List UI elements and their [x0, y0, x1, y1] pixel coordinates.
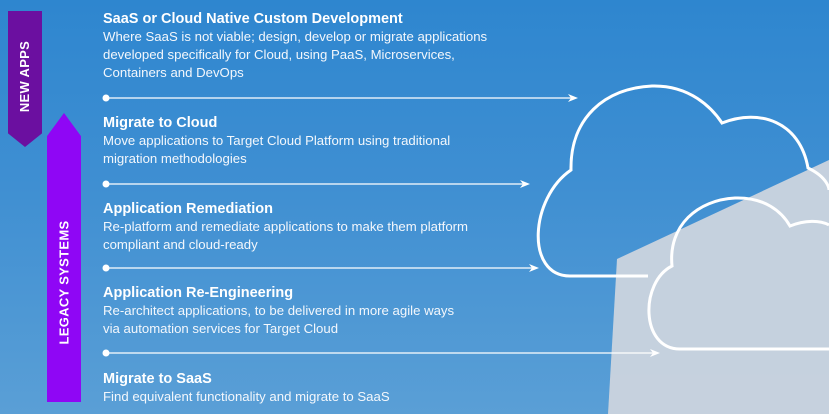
item-title: Application Remediation — [103, 201, 273, 217]
item-desc-line: Move applications to Target Cloud Platfo… — [103, 133, 451, 148]
item-desc-line: migration methodologies — [103, 151, 247, 166]
item-title: SaaS or Cloud Native Custom Development — [103, 11, 403, 27]
connector-arrow-icon — [102, 180, 530, 188]
connector-dot — [102, 349, 110, 357]
arrow-head-icon — [568, 94, 578, 102]
item-migrate-to-saas: Migrate to SaaS Find equivalent function… — [103, 370, 390, 406]
connector-arrow-icon — [102, 94, 578, 102]
arrow-head-icon — [529, 264, 539, 272]
item-title: Migrate to Cloud — [103, 115, 218, 131]
item-desc-line: Re-platform and remediate applications t… — [103, 219, 469, 234]
new-apps-label: NEW APPS — [17, 40, 33, 112]
item-title: Migrate to SaaS — [103, 371, 212, 387]
legacy-systems-label: LEGACY SYSTEMS — [56, 220, 72, 345]
cloud-large-icon — [536, 84, 829, 278]
item-desc-line: Containers and DevOps — [103, 65, 244, 80]
new-apps-band: NEW APPS — [8, 11, 42, 147]
item-application-re-engineering: Application Re-Engineering Re-architect … — [103, 284, 454, 338]
item-saas-cloud-native: SaaS or Cloud Native Custom Development … — [103, 10, 487, 82]
item-title: Application Re-Engineering — [103, 285, 294, 301]
connector-arrow-icon — [102, 349, 660, 357]
item-desc-line: Find equivalent functionality and migrat… — [103, 389, 390, 404]
connector-arrow-icon — [102, 264, 539, 272]
item-desc-line: developed specifically for Cloud, using … — [103, 47, 455, 62]
connector-dot — [102, 264, 110, 272]
item-desc-line: Re-architect applications, to be deliver… — [103, 303, 455, 318]
item-migrate-to-cloud: Migrate to Cloud Move applications to Ta… — [103, 114, 450, 168]
item-desc-line: via automation services for Target Cloud — [103, 321, 339, 336]
arrow-head-icon — [650, 349, 660, 357]
item-application-remediation: Application Remediation Re-platform and … — [103, 200, 468, 254]
arrow-head-icon — [520, 180, 530, 188]
legacy-systems-band: LEGACY SYSTEMS — [47, 113, 81, 402]
item-desc-line: Where SaaS is not viable; design, develo… — [103, 29, 488, 44]
cloud-small-icon — [647, 196, 829, 351]
connector-dot — [102, 94, 110, 102]
item-desc-line: compliant and cloud-ready — [103, 237, 258, 252]
connector-dot — [102, 180, 110, 188]
